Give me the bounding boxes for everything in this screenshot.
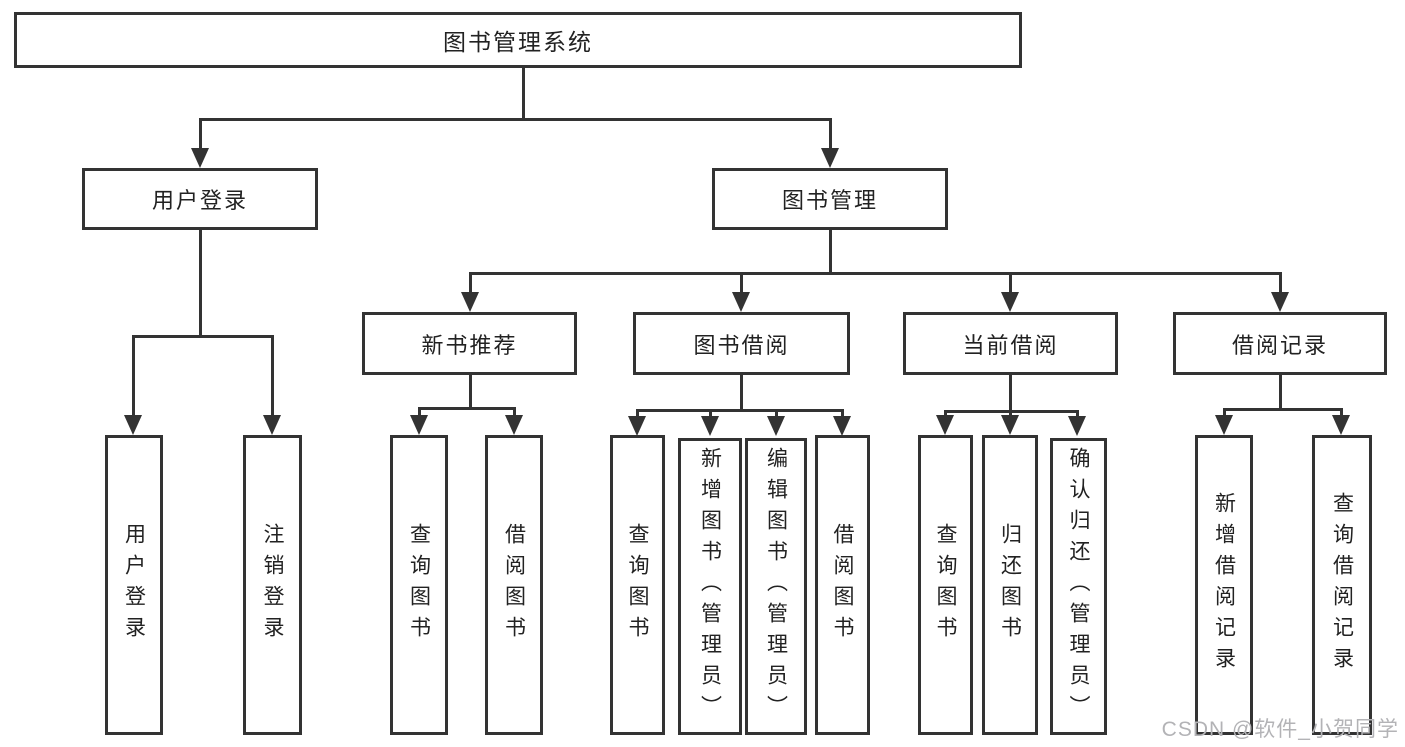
arrow-down-icon [263, 415, 281, 435]
connector-cb-stem [1009, 375, 1012, 410]
arrow-down-icon [410, 415, 428, 435]
leaf-br-add-record: 新增借阅记录 [1195, 435, 1253, 735]
connector-arrow-stem [1009, 410, 1012, 417]
connector-arrow-stem [1009, 272, 1012, 294]
arrow-down-icon [821, 148, 839, 168]
leaf-bb-add-books-admin: 新增图书（管理员） [678, 438, 742, 735]
connector-arrow-stem [199, 118, 202, 150]
arrow-down-icon [1001, 292, 1019, 312]
leaf-br-query-record-label: 查询借阅记录 [1330, 492, 1354, 678]
connector-arrow-stem [132, 335, 135, 415]
leaf-rec-query-books: 查询图书 [390, 435, 448, 735]
watermark: CSDN @软件_小贺同学 [1161, 718, 1399, 741]
node-root: 图书管理系统 [14, 12, 1022, 68]
connector-arrow-stem [740, 272, 743, 294]
connector-bookmgmt-stem [829, 230, 832, 272]
node-book-management: 图书管理 [712, 168, 948, 230]
connector-bb-split [636, 409, 843, 412]
leaf-cb-return-books-label: 归还图书 [998, 523, 1022, 647]
leaf-logout-label: 注销登录 [261, 523, 284, 647]
leaf-cb-confirm-return-admin: 确认归还（管理员） [1050, 438, 1107, 735]
leaf-cb-query-books: 查询图书 [918, 435, 973, 735]
node-book-borrow-label: 图书借阅 [693, 332, 790, 358]
leaf-br-query-record: 查询借阅记录 [1312, 435, 1372, 735]
leaf-bb-query-books-label: 查询图书 [626, 523, 649, 647]
arrow-down-icon [1215, 415, 1233, 435]
connector-arrow-stem [1076, 410, 1079, 417]
connector-level1-split [199, 118, 832, 121]
leaf-bb-edit-books-admin: 编辑图书（管理员） [745, 438, 807, 735]
connector-arrow-stem [271, 335, 274, 415]
leaf-cb-return-books: 归还图书 [982, 435, 1038, 735]
node-new-book-recommend: 新书推荐 [362, 312, 577, 375]
arrow-down-icon [628, 416, 646, 436]
arrow-down-icon [1068, 416, 1086, 436]
connector-arrow-stem [709, 409, 712, 417]
leaf-bb-borrow-books-label: 借阅图书 [831, 523, 854, 647]
node-book-management-label: 图书管理 [781, 188, 878, 213]
leaf-cb-query-books-label: 查询图书 [934, 523, 957, 647]
leaf-logout: 注销登录 [243, 435, 302, 735]
connector-level2-split [469, 272, 1282, 275]
node-book-borrow: 图书借阅 [633, 312, 850, 375]
arrow-down-icon [505, 415, 523, 435]
leaf-bb-edit-books-admin-label: 编辑图书（管理员） [764, 447, 788, 726]
leaf-user-login: 用户登录 [105, 435, 163, 735]
connector-arrow-stem [1340, 408, 1343, 415]
leaf-bb-add-books-admin-label: 新增图书（管理员） [698, 447, 722, 726]
node-root-label: 图书管理系统 [443, 29, 593, 55]
connector-arrow-stem [469, 272, 472, 294]
arrow-down-icon [732, 292, 750, 312]
connector-arrow-stem [513, 407, 516, 415]
connector-arrow-stem [1279, 272, 1282, 294]
arrow-down-icon [701, 416, 719, 436]
leaf-br-add-record-label: 新增借阅记录 [1212, 492, 1236, 678]
arrow-down-icon [936, 415, 954, 435]
leaf-bb-query-books: 查询图书 [610, 435, 665, 735]
connector-bb-stem [740, 375, 743, 409]
connector-arrow-stem [944, 410, 947, 417]
arrow-down-icon [191, 148, 209, 168]
connector-arrow-stem [829, 118, 832, 150]
node-user-login-label: 用户登录 [151, 188, 248, 213]
connector-root-stem [522, 67, 525, 118]
connector-arrow-stem [775, 409, 778, 417]
connector-br-stem [1279, 375, 1282, 408]
arrow-down-icon [767, 416, 785, 436]
leaf-bb-borrow-books: 借阅图书 [815, 435, 870, 735]
leaf-rec-query-books-label: 查询图书 [407, 523, 431, 647]
connector-arrow-stem [841, 409, 844, 417]
connector-userlogin-split [132, 335, 274, 338]
connector-rec-split [418, 407, 516, 410]
arrow-down-icon [833, 416, 851, 436]
node-user-login: 用户登录 [82, 168, 318, 230]
arrow-down-icon [1001, 415, 1019, 435]
connector-br-split [1223, 408, 1343, 411]
arrow-down-icon [1332, 415, 1350, 435]
leaf-rec-borrow-books-label: 借阅图书 [502, 523, 526, 647]
node-current-borrow-label: 当前借阅 [962, 332, 1059, 358]
node-borrow-records: 借阅记录 [1173, 312, 1387, 375]
leaf-rec-borrow-books: 借阅图书 [485, 435, 543, 735]
connector-rec-stem [469, 375, 472, 407]
arrow-down-icon [124, 415, 142, 435]
connector-arrow-stem [418, 407, 421, 415]
arrow-down-icon [1271, 292, 1289, 312]
leaf-user-login-label: 用户登录 [122, 523, 146, 647]
node-new-book-recommend-label: 新书推荐 [421, 332, 518, 358]
node-current-borrow: 当前借阅 [903, 312, 1118, 375]
connector-arrow-stem [636, 409, 639, 417]
arrow-down-icon [461, 292, 479, 312]
connector-userlogin-stem [199, 230, 202, 335]
connector-arrow-stem [1223, 408, 1226, 415]
leaf-cb-confirm-return-admin-label: 确认归还（管理员） [1067, 447, 1090, 726]
node-borrow-records-label: 借阅记录 [1231, 332, 1328, 358]
